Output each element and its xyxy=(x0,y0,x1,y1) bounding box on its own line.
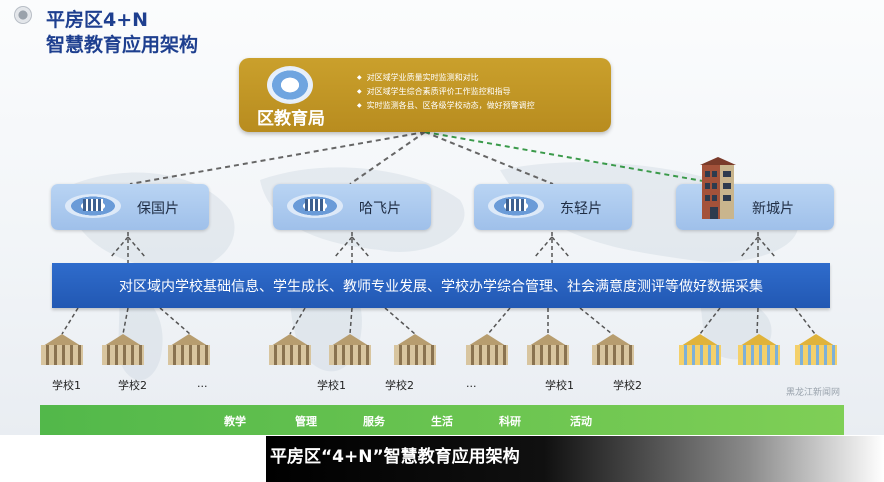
bureau-duty-item: 实时监测各县、区各级学校动态，做好预警调控 xyxy=(357,99,535,113)
school-icon xyxy=(677,334,723,366)
district-name: 哈飞片 xyxy=(359,201,401,217)
school-icon xyxy=(327,334,373,366)
district-box-dongqing: 东轻片 xyxy=(474,184,632,230)
school-icon xyxy=(736,334,782,366)
caption-strip: 平房区“4+N”智慧教育应用架构 xyxy=(266,436,884,482)
function-item: 教学 xyxy=(224,415,246,428)
district-name: 东轻片 xyxy=(560,201,602,217)
bureau-duty-item: 对区域学业质量实时监测和对比 xyxy=(357,71,535,85)
school-label: 学校1 xyxy=(317,379,346,392)
campus-icon xyxy=(488,194,544,218)
watermark: 黑龙江新闻网 xyxy=(786,388,841,398)
school-icon xyxy=(267,334,313,366)
banner-text: 对区域内学校基础信息、学生成长、教师专业发展、学校办学综合管理、社会满意度测评等… xyxy=(119,279,763,295)
school-icon xyxy=(39,334,85,366)
school-label: 学校1 xyxy=(52,379,81,392)
campus-icon xyxy=(287,194,343,218)
caption-text: 平房区“4+N”智慧教育应用架构 xyxy=(270,447,520,467)
district-name: 新城片 xyxy=(752,201,794,217)
page-subtitle: 智慧教育应用架构 xyxy=(46,34,199,56)
school-icon xyxy=(100,334,146,366)
data-collection-banner: 对区域内学校基础信息、学生成长、教师专业发展、学校办学综合管理、社会满意度测评等… xyxy=(52,263,830,308)
school-label: ... xyxy=(466,377,477,390)
connector-lines xyxy=(61,131,816,335)
bureau-name: 区教育局 xyxy=(257,109,325,129)
function-bar: 教学 管理 服务 生活 科研 活动 xyxy=(40,405,844,435)
campus-icon xyxy=(65,194,121,218)
bureau-duty-item: 对区域学生综合素质评价工作监控和指导 xyxy=(357,85,535,99)
district-box-baoguo: 保国片 xyxy=(51,184,209,230)
function-item: 管理 xyxy=(295,415,317,428)
building-icon xyxy=(700,157,736,219)
school-label: 学校2 xyxy=(385,379,414,392)
school-label: ... xyxy=(197,377,208,390)
architecture-diagram: 平房区4+N 智慧教育应用架构 区教育局 对区域学业质量实时监测和对比 对区域学… xyxy=(0,0,884,435)
school-icon xyxy=(392,334,438,366)
district-box-hafei: 哈飞片 xyxy=(273,184,431,230)
globe-icon xyxy=(267,66,313,104)
function-item: 生活 xyxy=(431,415,453,428)
school-label: 学校2 xyxy=(118,379,147,392)
school-icon xyxy=(525,334,571,366)
function-item: 活动 xyxy=(570,415,592,428)
bureau-duty-list: 对区域学业质量实时监测和对比 对区域学生综合素质评价工作监控和指导 实时监测各县… xyxy=(357,71,535,113)
school-label: 学校2 xyxy=(613,379,642,392)
record-icon xyxy=(14,6,32,24)
school-label: 学校1 xyxy=(545,379,574,392)
function-item: 科研 xyxy=(499,415,521,428)
function-item: 服务 xyxy=(363,415,385,428)
page-title: 平房区4+N xyxy=(46,9,149,31)
school-icon xyxy=(166,334,212,366)
school-icon xyxy=(793,334,839,366)
district-name: 保国片 xyxy=(137,201,179,217)
school-icon xyxy=(590,334,636,366)
school-icon xyxy=(464,334,510,366)
education-bureau-box: 区教育局 对区域学业质量实时监测和对比 对区域学生综合素质评价工作监控和指导 实… xyxy=(239,58,611,132)
